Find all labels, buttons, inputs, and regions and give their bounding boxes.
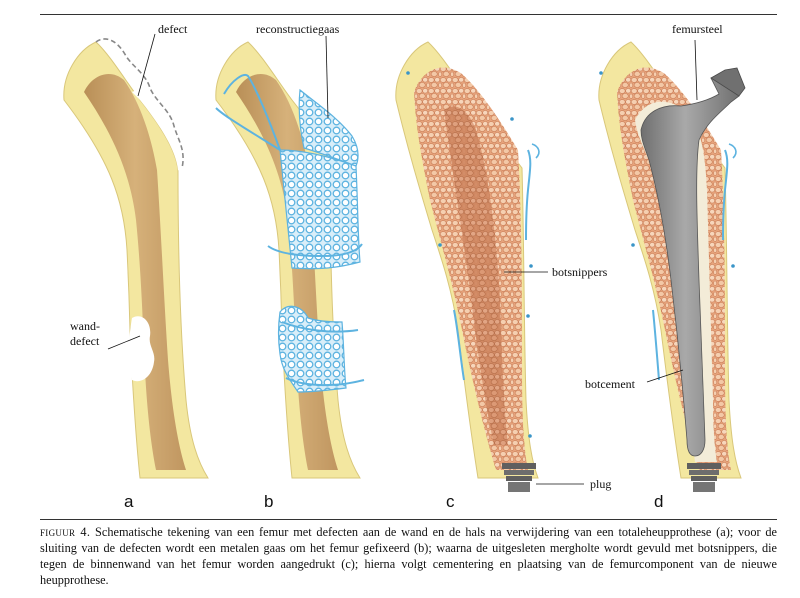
panel-c: botsnippers plug c (395, 41, 611, 511)
panel-a-wall-defect (129, 316, 155, 382)
panel-b-wire-top (223, 74, 281, 151)
panel-b-upper-mesh (279, 149, 361, 270)
figure-caption: figuur 4. Schematische tekening van een … (40, 524, 777, 588)
label-wall-defect-2: defect (70, 334, 100, 348)
label-wall-defect-1: wand- (70, 319, 100, 333)
label-gauze: reconstructiegaas (256, 22, 340, 36)
panel-d-wire-left (652, 309, 660, 381)
panel-letter-d: d (654, 492, 663, 511)
panel-a-canal (84, 73, 186, 470)
panel-letter-b: b (264, 492, 273, 511)
panel-d-femoral-stem (640, 71, 740, 457)
panel-c-core (444, 106, 508, 445)
panel-d-plug (687, 463, 721, 492)
femur-diagram: defect wand- defect a reconstructiegaas … (63, 22, 746, 511)
panel-d-wire-clip (728, 143, 737, 159)
panel-b-wire-low2 (285, 377, 365, 387)
label-bone-cement: botcement (585, 377, 636, 391)
panel-b-wire-mid (267, 243, 363, 258)
panel-b-lower-mesh (277, 305, 347, 393)
top-rule (40, 14, 777, 15)
label-femoral-stem: femursteel (672, 22, 723, 36)
caption-figure-label: figuur 4. (40, 525, 91, 539)
label-defect: defect (158, 22, 188, 36)
panel-b: reconstructiegaas b (215, 22, 365, 511)
caption-rule (40, 519, 777, 520)
panel-letter-c: c (446, 492, 455, 511)
panel-d: femursteel botcement d (585, 22, 746, 511)
panel-letter-a: a (124, 492, 134, 511)
panel-d-stem-cone (710, 67, 746, 97)
panel-b-wire-low1 (281, 321, 359, 333)
panel-c-wire-right (525, 149, 532, 241)
panel-c-wire-left (453, 309, 465, 381)
panel-c-wire-clip (531, 143, 540, 159)
caption-text: Schematische tekening van een femur met … (40, 525, 777, 587)
label-plug: plug (590, 477, 611, 491)
panel-b-wire-loop (215, 107, 281, 151)
label-bone-chips: botsnippers (552, 265, 608, 279)
panel-d-wire-right (722, 149, 729, 241)
panel-a-neck-defect (132, 90, 181, 172)
panel-a: defect wand- defect a (63, 22, 209, 511)
panel-a-cortex (63, 41, 209, 479)
panel-c-plug (502, 463, 536, 492)
